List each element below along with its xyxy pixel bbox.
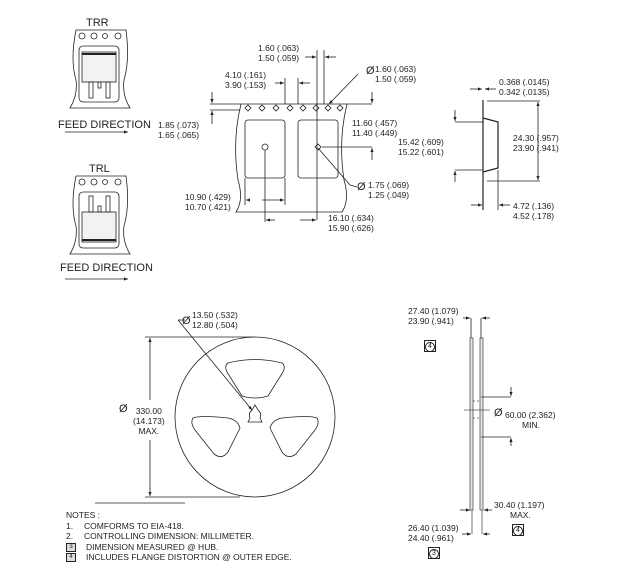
notes-block: NOTES : 1.COMFORMS TO EIA-418. 2.CONTROL… <box>66 510 292 563</box>
notes-title: NOTES : <box>66 510 101 520</box>
dim-overall: 30.40 (1.197)MAX. <box>494 500 545 520</box>
dim-tape-width: 24.30 (.957)23.90 (.941) <box>513 133 559 153</box>
note-3-badge: 3 <box>66 542 76 552</box>
dim-pocket-depth: 4.72 (.136)4.52 (.178) <box>513 201 555 221</box>
reel-side-view <box>464 337 490 534</box>
trl-label: TRL <box>89 163 110 175</box>
dim-hole-to-center: 11.60 (.457)11.40 (.449) <box>352 118 398 138</box>
tape-profile-view <box>482 100 499 210</box>
dim-edge-to-hole: 1.85 (.073)1.65 (.065) <box>158 120 200 140</box>
dim-sprocket-pitch: 4.10 (.161)3.90 (.153) <box>225 70 267 90</box>
note-4-badge: 4 <box>424 340 436 352</box>
note-item: 2.CONTROLLING DIMENSION: MILLIMETER. <box>66 531 255 541</box>
diameter-symbol: Ø <box>357 181 366 193</box>
tape-top-view <box>235 103 348 213</box>
note-4-badge: 4 <box>512 524 524 536</box>
dim-pocket-pitch-top: 1.60 (.063)1.50 (.059) <box>258 43 300 63</box>
reel-front-view <box>174 336 336 498</box>
dim-pocket-pitch: 16.10 (.634)15.90 (.626) <box>328 213 374 233</box>
diameter-symbol: Ø <box>182 315 191 327</box>
dim-flange-outer: 27.40 (1.079)23.90 (.941) <box>408 306 459 326</box>
dim-pocket-length: 15.42 (.609)15.22 (.601) <box>398 137 444 157</box>
trl-feed-label: FEED DIRECTION <box>60 262 153 274</box>
note-item: 1.COMFORMS TO EIA-418. <box>66 520 184 531</box>
trl-carrier-icon <box>69 175 131 255</box>
trr-feed-label: FEED DIRECTION <box>58 119 151 131</box>
dim-pocket-hole-dia: 1.75 (.069)1.25 (.049) <box>368 180 410 200</box>
dim-sprocket-dia: 1.60 (.063)1.50 (.059) <box>375 64 417 84</box>
note-3-badge: 3 <box>428 547 440 559</box>
dim-thickness: 0.368 (.0145)0.342 (.0135) <box>499 77 550 97</box>
diameter-symbol: Ø <box>119 403 128 415</box>
diameter-symbol: Ø <box>494 407 503 419</box>
trr-label: TRR <box>86 17 109 29</box>
note-4-badge: 4 <box>66 553 76 563</box>
dim-pocket-width: 10.90 (.429)10.70 (.421) <box>185 192 231 212</box>
trr-carrier-icon <box>69 29 131 109</box>
dim-reel-outer: 330.00(14.173)MAX. <box>133 406 165 436</box>
sprocket-holes <box>244 104 344 112</box>
dim-inner: 26.40 (1.039)24.40 (.961) <box>408 523 459 543</box>
dim-hub-hole: 13.50 (.532)12.80 (.504) <box>192 310 238 330</box>
diameter-symbol: Ø <box>366 65 375 77</box>
dim-hub: 60.00 (2.362)MIN. <box>505 410 556 430</box>
